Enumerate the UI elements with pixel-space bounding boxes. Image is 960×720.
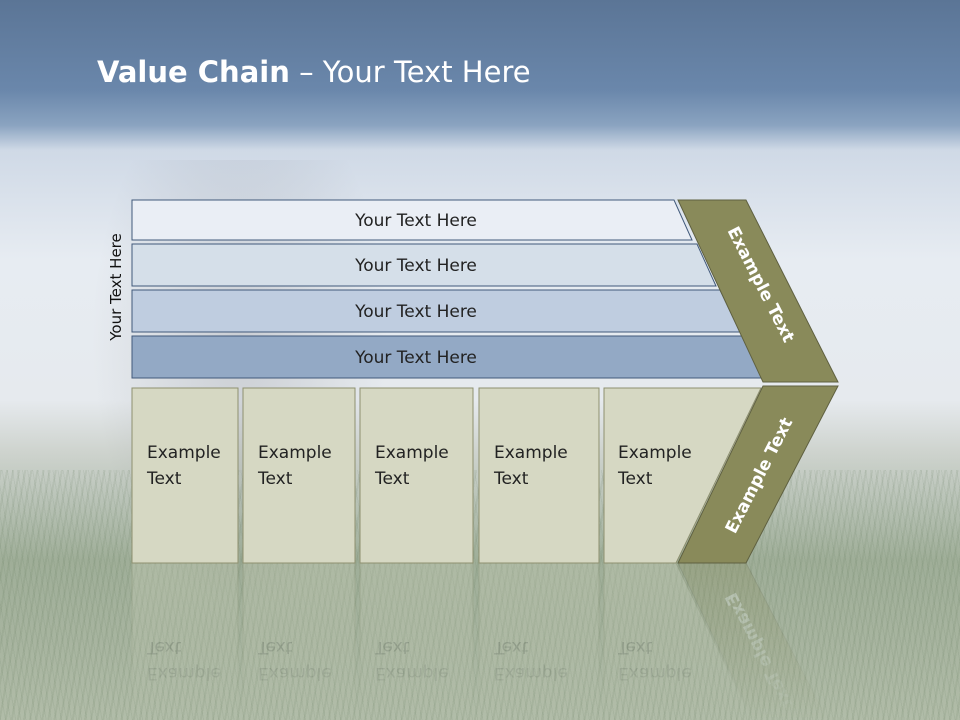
- bar-label: Your Text Here: [354, 211, 477, 231]
- svg-text:ExampleText: ExampleText: [146, 637, 221, 683]
- value-chain-bar: [131, 243, 717, 287]
- chevron-lower-segment: [677, 385, 839, 564]
- bar-label: Your Text Here: [354, 348, 477, 368]
- diagram-reflection: ExampleText ExampleText ExampleText Example…: [131, 562, 829, 720]
- svg-text:ExampleText: ExampleText: [257, 637, 332, 683]
- activity-box: [131, 387, 239, 564]
- activity-box: [603, 387, 762, 564]
- bar-label: Your Text Here: [354, 302, 477, 322]
- svg-text:ExampleText: ExampleText: [493, 637, 568, 683]
- slide-title: Value Chain – Your Text Here: [97, 55, 531, 89]
- chevron-upper-segment: [677, 199, 839, 383]
- activity-box: [359, 387, 474, 564]
- title-bold: Value Chain: [97, 55, 290, 89]
- bar-label: Your Text Here: [354, 256, 477, 276]
- value-chain-bar: [131, 199, 693, 241]
- svg-text:ExampleText: ExampleText: [374, 637, 449, 683]
- title-rest: – Your Text Here: [289, 55, 531, 89]
- activity-box: [478, 387, 600, 564]
- activity-box: [242, 387, 356, 564]
- svg-text:ExampleText: ExampleText: [617, 637, 692, 683]
